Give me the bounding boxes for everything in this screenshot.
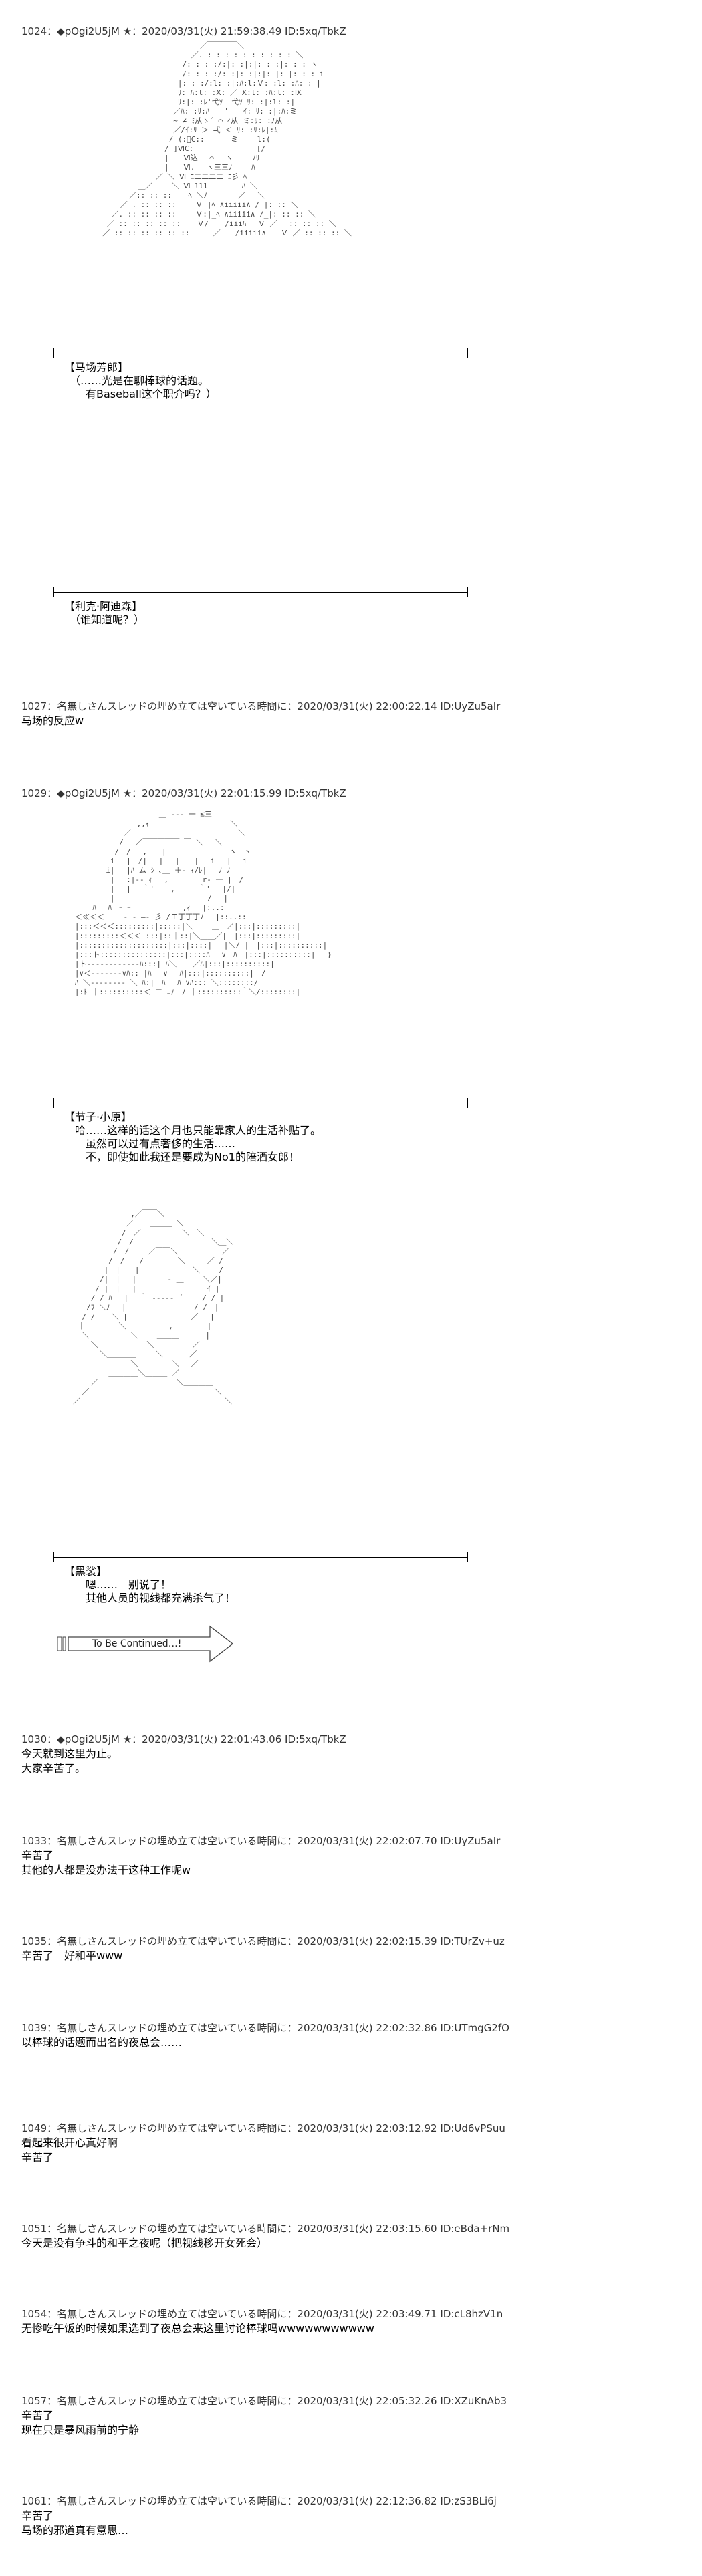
post-body: 辛苦了 好和平www [21, 1949, 123, 1962]
post-header: 1051：名無しさんスレッドの埋め立ては空いている時間に：2020/03/31(… [21, 2223, 510, 2235]
post-body: 辛苦了 现在只是暴风雨前的宁静 [21, 2409, 140, 2436]
post-body: 今天是没有争斗的和平之夜呢（把视线移开女死会） [21, 2237, 268, 2249]
post-body: 今天就到这里为止。 大家辛苦了。 [21, 1747, 118, 1775]
post-1024: 1024：◆pOgi2U5jM ★：2020/03/31(火) 21:59:38… [21, 24, 690, 39]
post-1061: 1061：名無しさんスレッドの埋め立ては空いている時間に：2020/03/31(… [21, 2494, 690, 2538]
caption-kurosa: 【黑裟】 嗯…… 别说了！ 其他人员的视线都充满杀气了！ [64, 1565, 236, 1604]
caption-baba: 【马场芳郎】 （……光是在聊棒球的话题。 有Baseball这个职介吗？） [64, 361, 217, 400]
post-body: 辛苦了 其他的人都是没办法干这种工作呢w [21, 1849, 191, 1876]
ascii-art-kurosa: ,／￣￣＼ ／ ＿＿＿ ＼ / ／ ＼ ＼＿＿ / / ＼＿＼ / / ／￣￣＼… [73, 1209, 234, 1405]
post-1033: 1033：名無しさんスレッドの埋め立ては空いている時間に：2020/03/31(… [21, 1834, 690, 1878]
post-body: 马场的反应w [21, 714, 84, 727]
post-body: 辛苦了 马场的邪道真有意思… [21, 2509, 129, 2537]
ascii-art-setsuko: ＿ -‐‐ 一 ≦三 ,,ｨ ＼ ／ ＼ / ／￣￣￣￣￣ ￣ ＼ ＼ / / … [74, 810, 332, 996]
post-header: 1049：名無しさんスレッドの埋め立ては空いている時間に：2020/03/31(… [21, 2122, 505, 2134]
post-header: 1061：名無しさんスレッドの埋め立ては空いている時間に：2020/03/31(… [21, 2495, 497, 2507]
post-header: 1033：名無しさんスレッドの埋め立ては空いている時間に：2020/03/31(… [21, 1835, 501, 1847]
post-body: 以棒球的话题而出名的夜总会…… [21, 2036, 183, 2049]
post-header: 1054：名無しさんスレッドの埋め立ては空いている時間に：2020/03/31(… [21, 2308, 503, 2320]
post-1035: 1035：名無しさんスレッドの埋め立ては空いている時間に：2020/03/31(… [21, 1934, 690, 1963]
post-header: 1024：◆pOgi2U5jM ★：2020/03/31(火) 21:59:38… [21, 25, 346, 37]
post-1029: 1029：◆pOgi2U5jM ★：2020/03/31(火) 22:01:15… [21, 786, 690, 801]
panel-divider [53, 1552, 468, 1562]
post-body: 看起来很开心真好啊 辛苦了 [21, 2136, 118, 2164]
post-header: 1039：名無しさんスレッドの埋め立ては空いている時間に：2020/03/31(… [21, 2022, 509, 2034]
post-header: 1030：◆pOgi2U5jM ★：2020/03/31(火) 22:01:43… [21, 1733, 346, 1745]
ascii-art-baba: ／￣￣￣￣＼ ／. : : : : : : : : : : ＼ /: : : :… [102, 41, 352, 237]
post-header: 1027：名無しさんスレッドの埋め立ては空いている時間に：2020/03/31(… [21, 700, 501, 712]
caption-setsuko: 【节子·小原】 哈……这样的话这个月也只能靠家人的生活补贴了。 虽然可以过有点奢… [64, 1111, 322, 1163]
post-1049: 1049：名無しさんスレッドの埋め立ては空いている時間に：2020/03/31(… [21, 2121, 690, 2165]
arrow-icon [57, 1625, 234, 1663]
post-1027: 1027：名無しさんスレッドの埋め立ては空いている時間に：2020/03/31(… [21, 699, 690, 728]
post-1057: 1057：名無しさんスレッドの埋め立ては空いている時間に：2020/03/31(… [21, 2394, 690, 2438]
caption-rick: 【利克·阿迪森】 （谁知道呢？） [64, 600, 145, 626]
post-header: 1035：名無しさんスレッドの埋め立ては空いている時間に：2020/03/31(… [21, 1935, 505, 1947]
post-1030: 1030：◆pOgi2U5jM ★：2020/03/31(火) 22:01:43… [21, 1732, 690, 1776]
post-1054: 1054：名無しさんスレッドの埋め立ては空いている時間に：2020/03/31(… [21, 2307, 690, 2336]
post-header: 1029：◆pOgi2U5jM ★：2020/03/31(火) 22:01:15… [21, 787, 346, 799]
post-1051: 1051：名無しさんスレッドの埋め立ては空いている時間に：2020/03/31(… [21, 2221, 690, 2251]
post-body: 无惨吃午饭的时候如果选到了夜总会来这里讨论棒球吗wwwwwwwwwww [21, 2322, 374, 2335]
to-be-continued-arrow: To Be Continued…! [56, 1622, 237, 1665]
post-header: 1057：名無しさんスレッドの埋め立ては空いている時間に：2020/03/31(… [21, 2395, 507, 2407]
panel-divider [53, 587, 468, 597]
post-1039: 1039：名無しさんスレッドの埋め立ては空いている時間に：2020/03/31(… [21, 2021, 690, 2050]
to-be-continued-label: To Be Continued…! [92, 1638, 182, 1649]
